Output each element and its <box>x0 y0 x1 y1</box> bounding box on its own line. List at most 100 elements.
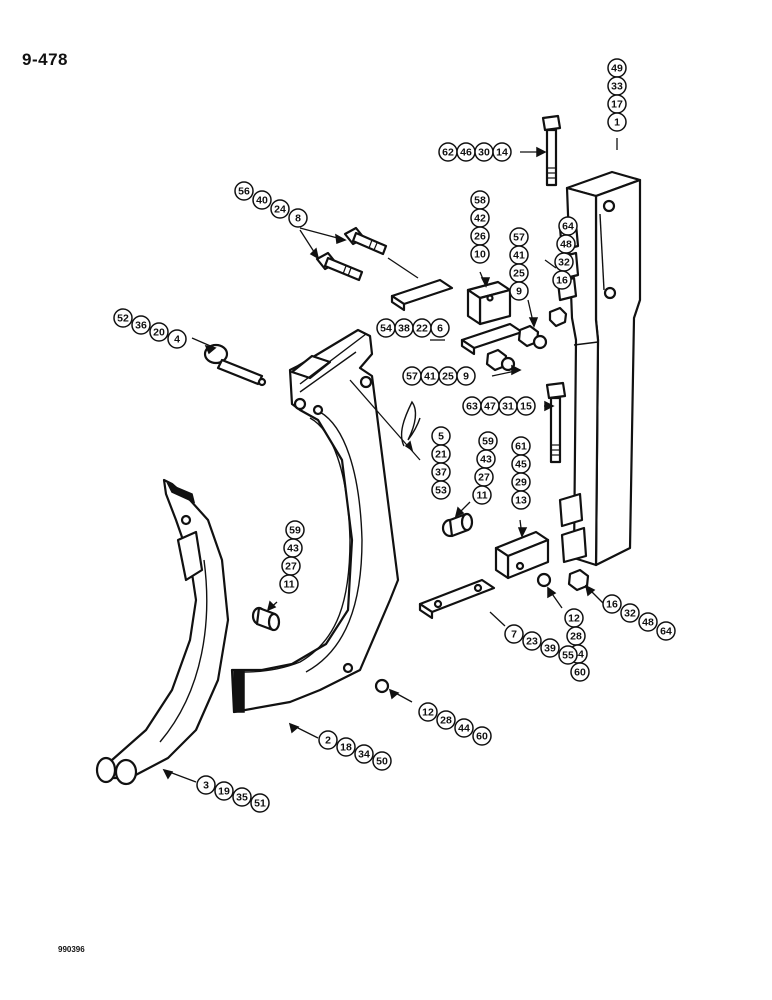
upper-nuts <box>485 306 568 372</box>
callout-bubble <box>511 490 531 510</box>
clip <box>400 400 421 447</box>
callout-number: 29 <box>515 477 527 489</box>
callout-number: 6 <box>437 323 443 335</box>
callout-number: 9 <box>463 371 469 383</box>
callout-bubble <box>456 366 476 386</box>
callout-bubble <box>454 718 474 738</box>
callout-number: 23 <box>526 636 538 648</box>
upper-link <box>390 278 524 356</box>
callout-number: 13 <box>515 495 527 507</box>
callout-number: 16 <box>606 599 618 611</box>
callout-number: 3 <box>203 780 209 792</box>
callout-number: 38 <box>398 323 410 335</box>
callout-number: 8 <box>295 213 301 225</box>
callout-bubble <box>522 631 542 651</box>
callout-bubble <box>504 624 524 644</box>
lower-clamps <box>558 492 588 564</box>
callout-bubble <box>279 574 299 594</box>
washer-lower <box>374 678 390 694</box>
callout-bubble <box>509 281 529 301</box>
callout-number: 22 <box>416 323 428 335</box>
callout-number: 39 <box>544 643 556 655</box>
callout-bubble <box>430 318 450 338</box>
callout-number: 51 <box>254 798 266 810</box>
callout-number: 11 <box>476 490 487 502</box>
callout-number: 61 <box>515 441 527 453</box>
callout-number: 32 <box>624 608 636 620</box>
callout-number: 48 <box>642 617 654 629</box>
callout-number: 14 <box>496 147 508 159</box>
callout-number: 62 <box>442 147 454 159</box>
callout-number: 27 <box>478 472 490 484</box>
callout-number: 27 <box>285 561 297 573</box>
lower-link <box>418 578 496 620</box>
callout-bubble <box>570 662 590 682</box>
callout-bubble <box>472 726 492 746</box>
callout-number: 34 <box>358 749 370 761</box>
callout-bubble <box>214 781 234 801</box>
callout-number: 15 <box>520 401 532 413</box>
callout-bubble <box>516 396 536 416</box>
callout-number: 36 <box>135 320 147 332</box>
bushing-left <box>251 606 281 632</box>
callout-number: 12 <box>422 707 434 719</box>
callout-number: 44 <box>458 723 470 735</box>
callout-bubble <box>638 612 658 632</box>
callout-number: 30 <box>478 147 490 159</box>
lower-bolt <box>545 381 567 464</box>
callout-number: 50 <box>376 756 388 768</box>
callout-number: 64 <box>562 221 574 233</box>
callout-number: 25 <box>513 268 525 280</box>
upper-block <box>466 280 512 326</box>
callout-number: 57 <box>513 232 525 244</box>
callout-bubble <box>436 710 456 730</box>
callout-bubble <box>252 190 272 210</box>
callout-bubble <box>336 737 356 757</box>
callout-number: 19 <box>218 786 230 798</box>
callout-bubble <box>234 181 254 201</box>
callout-bubble <box>113 308 133 328</box>
callout-bubble <box>492 142 512 162</box>
callout-number: 35 <box>236 792 248 804</box>
callout-number: 60 <box>574 667 586 679</box>
callout-number: 60 <box>476 731 488 743</box>
front-bolts <box>315 226 388 282</box>
callout-number: 48 <box>560 239 572 251</box>
callout-number: 24 <box>274 204 286 216</box>
figure-code: 990396 <box>58 945 85 954</box>
callout-number: 58 <box>474 195 486 207</box>
callout-number: 17 <box>611 99 623 111</box>
callout-bubble <box>431 480 451 500</box>
callout-number: 1 <box>614 117 620 129</box>
callout-number: 25 <box>442 371 454 383</box>
callout-number: 37 <box>435 467 447 479</box>
nut-lower <box>567 568 590 592</box>
callout-number: 12 <box>568 613 580 625</box>
lower-block <box>494 530 550 580</box>
callout-number: 57 <box>406 371 418 383</box>
callout-bubble <box>552 270 572 290</box>
callout-number: 32 <box>558 257 570 269</box>
callout-number: 21 <box>435 449 447 461</box>
callout-number: 20 <box>153 327 165 339</box>
callout-bubble <box>149 322 169 342</box>
callout-number: 64 <box>660 626 672 638</box>
callout-number: 41 <box>513 250 525 262</box>
callout-number: 43 <box>480 454 492 466</box>
callout-bubble <box>372 751 392 771</box>
callout-number: 59 <box>482 436 494 448</box>
